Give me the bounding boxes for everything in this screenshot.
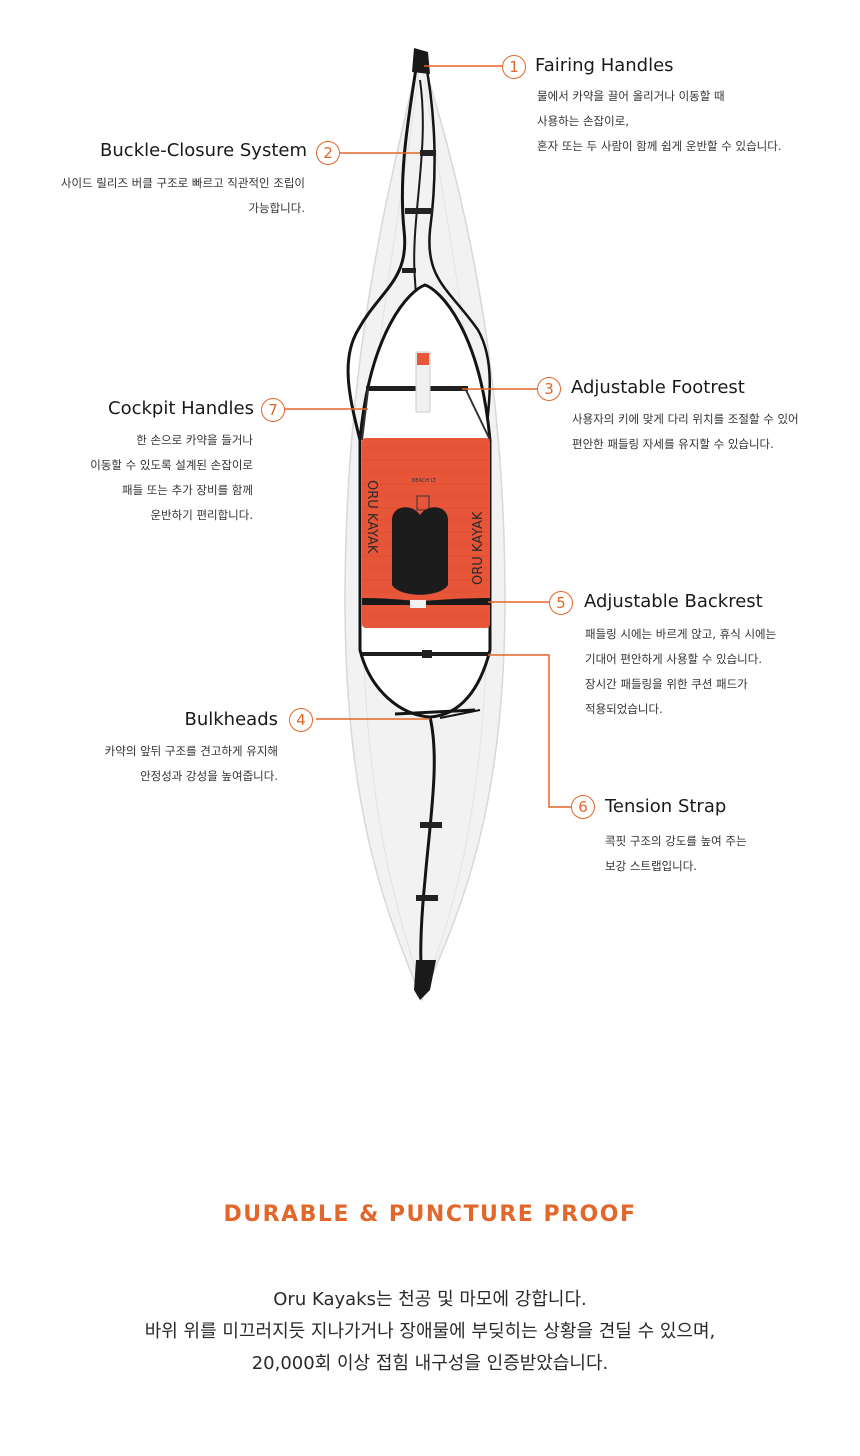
brand-right: ORU KAYAK xyxy=(471,511,486,585)
callout-desc-bulkheads: 카약의 앞뒤 구조를 견고하게 유지해 안정성과 강성을 높여줍니다. xyxy=(104,744,278,783)
callout-title-buckle-closure: Buckle-Closure System xyxy=(100,140,307,161)
callout-title-adjustable-footrest: Adjustable Footrest xyxy=(571,377,745,398)
brand-left: ORU KAYAK xyxy=(364,480,379,554)
callout-desc-tension-strap: 콕핏 구조의 강도를 높여 주는 보강 스트랩입니다. xyxy=(605,834,747,873)
callout-number-6: 6 xyxy=(571,795,595,819)
section-headline: DURABLE & PUNCTURE PROOF xyxy=(223,1202,637,1227)
callout-desc-adjustable-footrest: 사용자의 키에 맞게 다리 위치를 조절할 수 있어 편안한 패들링 자세를 유… xyxy=(572,412,799,451)
callout-desc-cockpit-handles: 한 손으로 카약을 들거나 이동할 수 있도록 설계된 손잡이로 패들 또는 추… xyxy=(90,433,253,522)
callout-number-5: 5 xyxy=(549,591,573,615)
callout-desc-fairing-handles: 물에서 카약을 끌어 올리거나 이동할 때 사용하는 손잡이로, 혼자 또는 두… xyxy=(537,89,782,153)
callout-desc-adjustable-backrest: 패들링 시에는 바르게 앉고, 휴식 시에는 기대어 편안하게 사용할 수 있습… xyxy=(585,627,777,716)
callout-title-fairing-handles: Fairing Handles xyxy=(535,55,674,76)
callout-title-tension-strap: Tension Strap xyxy=(605,796,727,817)
callout-title-cockpit-handles: Cockpit Handles xyxy=(108,398,254,419)
callout-number-3: 3 xyxy=(537,377,561,401)
callout-title-bulkheads: Bulkheads xyxy=(184,709,279,730)
section-line-3: 20,000회 이상 접힘 내구성을 인증받았습니다. xyxy=(251,1353,609,1374)
fairing-handle-top xyxy=(412,48,430,74)
callout-number-7: 7 xyxy=(261,398,285,422)
fairing-handle-bottom xyxy=(414,960,436,1000)
callout-number-4: 4 xyxy=(289,708,313,732)
model-label: BEACH LT xyxy=(412,478,437,484)
callout-number-2: 2 xyxy=(316,141,340,165)
callout-desc-buckle-closure: 사이드 릴리즈 버클 구조로 빠르고 직관적인 조립이 가능합니다. xyxy=(60,176,305,215)
callout-number-1: 1 xyxy=(502,55,526,79)
backrest xyxy=(392,507,448,595)
section-line-1: Oru Kayaks는 천공 및 마모에 강합니다. xyxy=(273,1289,587,1310)
section-body: Oru Kayaks는 천공 및 마모에 강합니다. 바위 위를 미끄러지듯 지… xyxy=(0,1284,860,1380)
section-line-2: 바위 위를 미끄러지듯 지나가거나 장애물에 부딪히는 상황을 견딜 수 있으며… xyxy=(144,1321,716,1342)
callout-title-adjustable-backrest: Adjustable Backrest xyxy=(584,591,763,612)
